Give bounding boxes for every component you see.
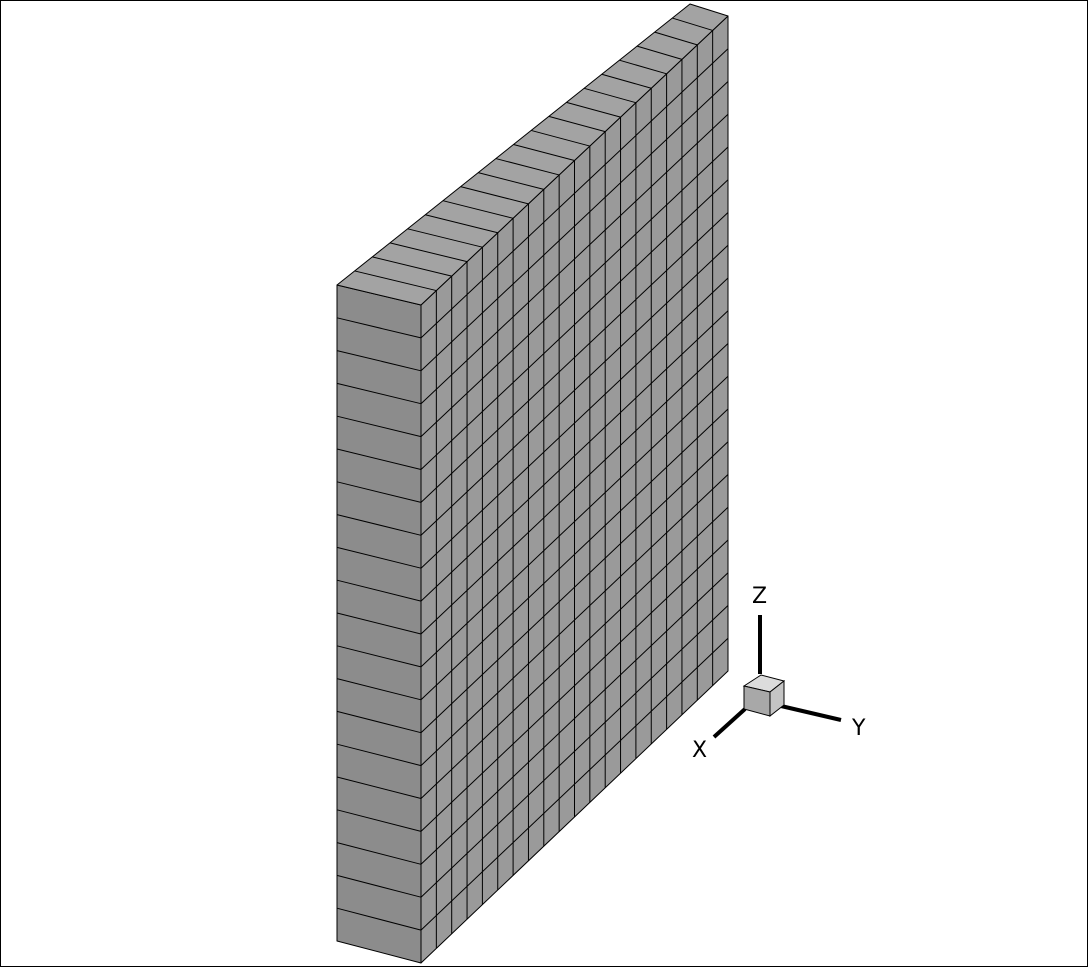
top-face-cell-line: [372, 256, 452, 277]
top-face-cell-line: [531, 129, 590, 147]
top-face-cell-line: [495, 158, 560, 176]
y-axis-line: [780, 704, 842, 722]
left-face-row-line: [336, 710, 422, 734]
left-face-row-line: [336, 645, 422, 668]
left-face-row-line: [336, 317, 422, 339]
left-face-row-line: [336, 514, 422, 536]
left-face-row-line: [336, 874, 422, 898]
top-face-cell-line: [619, 59, 667, 75]
left-face-row-line: [336, 612, 422, 635]
top-face-cell-line: [654, 31, 698, 46]
top-face-cell-line: [672, 17, 713, 31]
left-face-row-line: [336, 481, 422, 503]
left-face-row-line: [336, 907, 422, 931]
top-face-cell-line: [425, 214, 498, 234]
top-face-cell-line: [460, 186, 529, 205]
x-axis-line: [712, 707, 747, 739]
left-face-row-line: [336, 809, 422, 832]
left-face-row-line: [336, 579, 422, 602]
z-axis-label: Z: [752, 584, 767, 609]
top-face-cell-line: [566, 101, 621, 118]
top-face-cell-line: [513, 144, 575, 161]
y-axis-label: Y: [851, 716, 866, 741]
top-face-cell-line: [636, 45, 683, 60]
left-face-row-line: [336, 448, 422, 470]
top-face-cell-line: [601, 73, 652, 89]
left-face-row-line: [336, 546, 422, 569]
triad-cube-side: [769, 679, 785, 718]
top-face-cell-line: [407, 228, 483, 248]
left-face-row-line: [336, 743, 422, 767]
axis-triad: Z Y X: [692, 584, 866, 763]
left-face-row-line: [336, 842, 422, 865]
top-face-cell-line: [442, 200, 514, 219]
left-face-row-line: [336, 382, 422, 405]
x-axis-label: X: [692, 738, 707, 763]
left-face-row-line: [336, 350, 422, 372]
top-face-cell-line: [548, 115, 606, 133]
left-face-row-line: [336, 678, 422, 701]
mesh-grid-lines: [336, 17, 729, 949]
slab-top-face: [336, 3, 729, 306]
top-face-cell-line: [389, 242, 468, 263]
left-face-row-line: [336, 776, 422, 799]
left-face-row-line: [336, 415, 422, 438]
mesh-slab: [336, 3, 729, 964]
top-face-cell-line: [354, 270, 437, 292]
top-face-cell-line: [478, 172, 544, 190]
top-face-cell-line: [583, 87, 637, 104]
